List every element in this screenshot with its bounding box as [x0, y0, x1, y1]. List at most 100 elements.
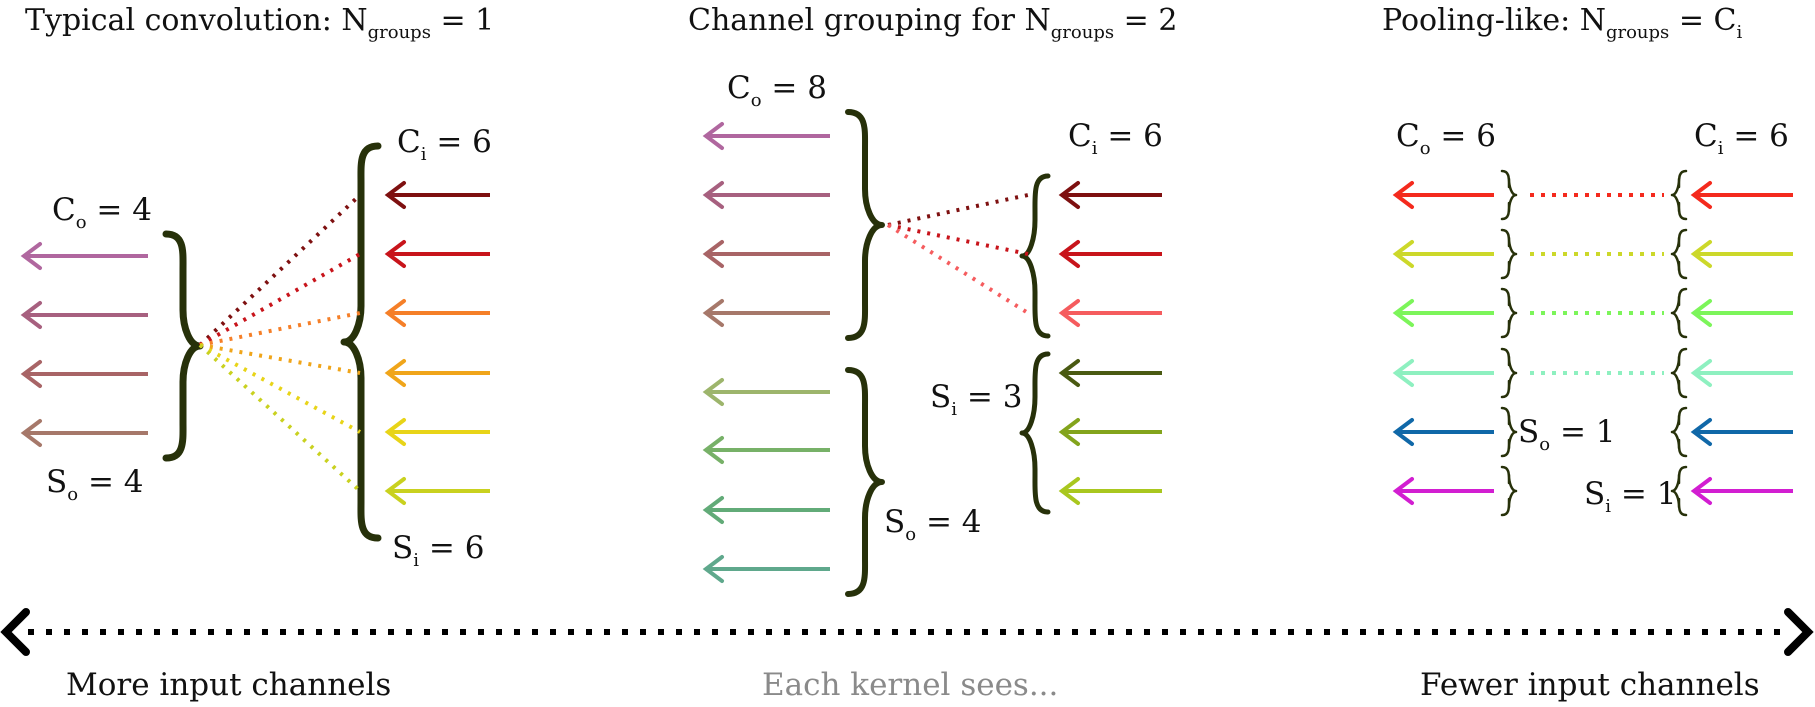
- label-ci-typical: Ci = 6: [397, 124, 492, 165]
- input-arrow-4: [1690, 359, 1793, 387]
- input-top-arrow-3: [1058, 299, 1162, 327]
- label-fewer-input: Fewer input channels: [1420, 667, 1760, 703]
- input-bottom-arrow-3: [1058, 477, 1162, 505]
- input-top-arrow-1: [1058, 181, 1162, 209]
- brace-output-top: [845, 109, 885, 341]
- brace-output-1: [1500, 169, 1518, 221]
- brace-input-5: [1670, 406, 1688, 458]
- connection-3: [199, 311, 361, 347]
- output-arrow-2-head: [20, 301, 42, 329]
- input-arrow-1-head: [384, 181, 406, 209]
- output-top-arrow-2: [702, 181, 830, 209]
- title-grouping: Channel grouping for Ngroups = 2: [688, 3, 1177, 43]
- output-arrow-1-head: [1392, 181, 1414, 209]
- input-arrow-3-head: [384, 299, 406, 327]
- label-more-input: More input channels: [66, 667, 391, 703]
- connection-4: [199, 343, 361, 375]
- spectrum-arrow: [0, 608, 1814, 656]
- brace-output-bottom: [845, 367, 885, 597]
- brace-input-2: [1670, 228, 1688, 280]
- output-arrow-5-head: [1392, 418, 1414, 446]
- connection-1: [887, 193, 1029, 227]
- input-arrow-6-head: [1690, 477, 1712, 505]
- label-si-grouping: Si = 3: [930, 379, 1022, 420]
- input-top-arrow-2-head: [1058, 240, 1080, 268]
- title-pooling: Pooling-like: Ngroups = Ci: [1382, 3, 1742, 43]
- output-arrow-4: [20, 419, 148, 447]
- output-bottom-arrow-1: [702, 378, 830, 406]
- panel-typical: [20, 142, 490, 542]
- input-arrow-2: [384, 240, 490, 268]
- output-arrow-3-head: [1392, 299, 1414, 327]
- output-bottom-arrow-1-head: [702, 378, 724, 406]
- output-arrow-4-head: [20, 419, 42, 447]
- label-co-grouping: Co = 8: [727, 70, 827, 111]
- connection-5: [199, 343, 361, 434]
- spectrum-left-head: [0, 608, 30, 656]
- input-arrow-2-head: [384, 240, 406, 268]
- input-arrow-3: [1690, 299, 1793, 327]
- label-each-kernel: Each kernel sees...: [762, 667, 1058, 703]
- input-bottom-arrow-1-head: [1058, 359, 1080, 387]
- output-arrow-3: [1392, 299, 1494, 327]
- output-bottom-arrow-4: [702, 555, 830, 583]
- input-arrow-3: [384, 299, 490, 327]
- output-arrow-3-head: [20, 360, 42, 388]
- brace-input: [340, 142, 382, 542]
- input-arrow-1: [1690, 181, 1793, 209]
- input-top-arrow-3-head: [1058, 299, 1080, 327]
- label-co-pooling: Co = 6: [1396, 118, 1496, 159]
- output-bottom-arrow-4-head: [702, 555, 724, 583]
- output-top-arrow-1: [702, 122, 830, 150]
- connection-3: [886, 223, 1030, 315]
- output-arrow-2: [1392, 240, 1494, 268]
- connection-2: [887, 223, 1029, 256]
- connection-1: [198, 193, 362, 347]
- brace-output-3: [1500, 287, 1518, 339]
- input-arrow-2-head: [1690, 240, 1712, 268]
- output-arrow-1: [1392, 181, 1494, 209]
- input-arrow-5: [384, 418, 490, 446]
- output-top-arrow-4: [702, 299, 830, 327]
- input-arrow-6-head: [384, 477, 406, 505]
- brace-output-6: [1500, 465, 1518, 517]
- brace-input-4: [1670, 347, 1688, 399]
- output-top-arrow-1-head: [702, 122, 724, 150]
- input-bottom-arrow-2: [1058, 418, 1162, 446]
- label-so-grouping: So = 4: [884, 504, 982, 545]
- panel-grouping: [702, 109, 1162, 597]
- spectrum-right-head: [1784, 608, 1814, 656]
- brace-output: [162, 230, 204, 462]
- brace-output-2: [1500, 228, 1518, 280]
- output-bottom-arrow-2: [702, 436, 830, 464]
- input-bottom-arrow-3-head: [1058, 477, 1080, 505]
- output-arrow-4-head: [1392, 359, 1414, 387]
- output-arrow-1: [20, 242, 148, 270]
- brace-output-4: [1500, 347, 1518, 399]
- input-arrow-6: [384, 477, 490, 505]
- output-arrow-1-head: [20, 242, 42, 270]
- input-arrow-5: [1690, 418, 1793, 446]
- connection-6: [198, 343, 362, 493]
- output-top-arrow-3: [702, 240, 830, 268]
- output-bottom-arrow-3: [702, 496, 830, 524]
- output-arrow-5: [1392, 418, 1494, 446]
- input-arrow-6: [1690, 477, 1793, 505]
- label-so-pooling: So = 1: [1518, 414, 1616, 455]
- input-arrow-5-head: [384, 418, 406, 446]
- input-bottom-arrow-1: [1058, 359, 1162, 387]
- title-typical: Typical convolution: Ngroups = 1: [25, 3, 494, 43]
- output-arrow-6-head: [1392, 477, 1414, 505]
- output-bottom-arrow-3-head: [702, 496, 724, 524]
- label-si-pooling: Si = 1: [1584, 476, 1676, 517]
- output-arrow-2-head: [1392, 240, 1414, 268]
- input-arrow-4-head: [1690, 359, 1712, 387]
- input-arrow-2: [1690, 240, 1793, 268]
- output-top-arrow-4-head: [702, 299, 724, 327]
- output-arrow-4: [1392, 359, 1494, 387]
- brace-output-5: [1500, 406, 1518, 458]
- brace-input-6: [1670, 465, 1688, 517]
- brace-input-bottom: [1019, 351, 1051, 515]
- input-top-arrow-1-head: [1058, 181, 1080, 209]
